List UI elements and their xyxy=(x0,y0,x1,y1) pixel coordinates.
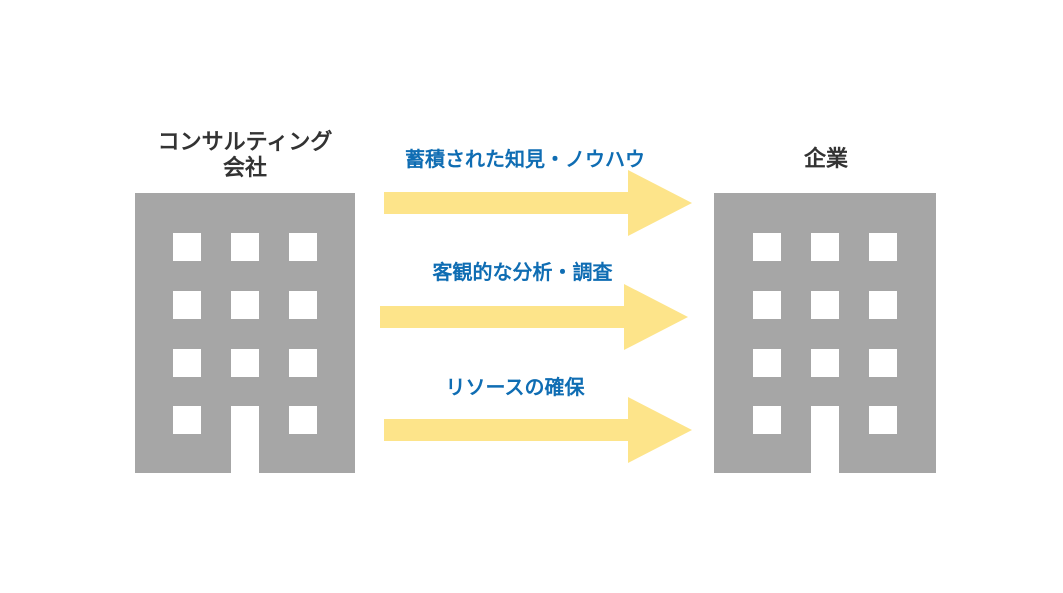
right-arrow-icon xyxy=(384,397,692,463)
client-building-icon xyxy=(714,193,936,473)
right-arrow-icon xyxy=(380,284,688,350)
consulting-company-label: コンサルティング 会社 xyxy=(125,130,365,182)
right-arrow-icon xyxy=(384,170,692,236)
flow-label-analysis: 客観的な分析・調査 xyxy=(432,260,613,284)
flow-label-knowhow: 蓄積された知見・ノウハウ xyxy=(405,147,645,171)
client-company-label: 企業 xyxy=(803,147,848,172)
consulting-building-icon xyxy=(135,193,355,473)
consulting-company-label-line-2: 会社 xyxy=(222,156,267,181)
flow-label-resources: リソースの確保 xyxy=(445,375,585,399)
consulting-company-label-line-1: コンサルティング xyxy=(157,130,333,155)
